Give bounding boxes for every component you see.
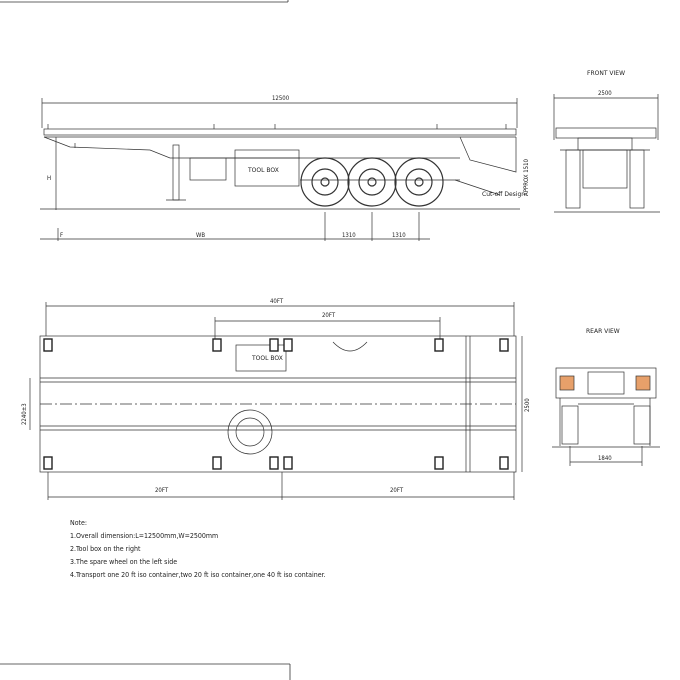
front-width-label: 2500	[598, 90, 612, 97]
cut-off-label: Cut-off Design	[482, 191, 525, 198]
top-inner-label: 20FT	[322, 312, 336, 319]
top-length-label: 40FT	[270, 298, 284, 305]
side-view	[40, 98, 520, 241]
top-view	[29, 302, 523, 500]
top-left-dim: 2240±3	[21, 403, 28, 425]
rear-track-label: 1840	[598, 455, 612, 462]
notes-block: Note: 1.Overall dimension:L=12500mm,W=25…	[70, 517, 326, 582]
bottom-left-dim: 20FT	[155, 487, 169, 494]
top-tool-box-label: TOOL BOX	[251, 355, 283, 362]
notes-heading: Note:	[70, 519, 88, 527]
wb-label: WB	[196, 232, 205, 239]
sheet-frame	[0, 0, 291, 680]
corner-castings	[43, 338, 509, 470]
front-view-title: FRONT VIEW	[587, 70, 625, 77]
side-tool-box-label: TOOL BOX	[247, 167, 279, 174]
note-item: 4.Transport one 20 ft iso container,two …	[70, 571, 326, 579]
h-label: H	[47, 175, 51, 182]
rear-view	[552, 367, 660, 466]
f-label: F	[60, 232, 63, 239]
axle-spacing-2: 1310	[392, 232, 406, 239]
axle-spacing-1: 1310	[342, 232, 356, 239]
overall-length-label: 12500	[272, 95, 290, 102]
front-view	[553, 94, 660, 213]
top-right-dim: 2500	[524, 398, 531, 412]
note-item: 2.Tool box on the right	[70, 545, 141, 553]
approx-height-label: APPROX 1510	[523, 158, 530, 196]
note-item: 1.Overall dimension:L=12500mm,W=2500mm	[70, 532, 219, 540]
note-item: 3.The spare wheel on the left side	[70, 558, 178, 566]
side-wheels	[300, 157, 444, 207]
bottom-right-dim: 20FT	[390, 487, 404, 494]
rear-view-title: REAR VIEW	[586, 328, 620, 335]
